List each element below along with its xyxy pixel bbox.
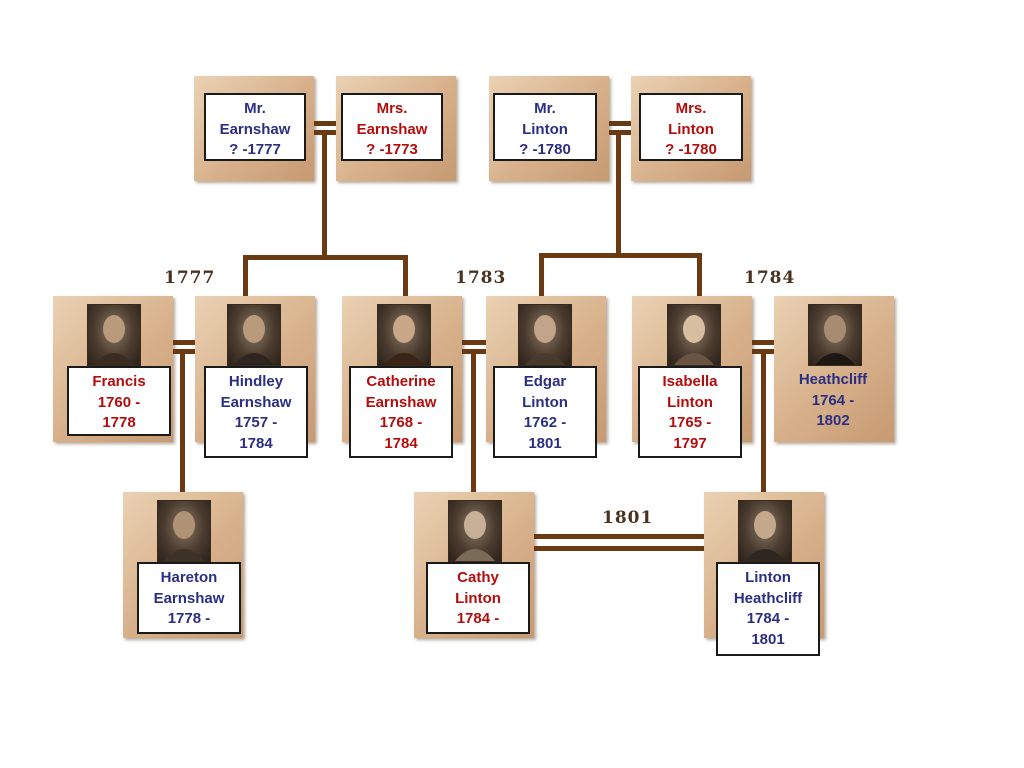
- person-card-heathcliff: Heathcliff 1764 - 1802: [774, 296, 894, 442]
- descent-line-earnshaw: [322, 130, 327, 257]
- name-label-hindley: Hindley Earnshaw 1757 - 1784: [204, 366, 308, 458]
- sibling-bar-linton: [539, 253, 702, 258]
- name-label-hareton: Hareton Earnshaw 1778 -: [137, 562, 241, 634]
- person-card-cathy: Cathy Linton 1784 -: [414, 492, 534, 638]
- descent-line-linton: [616, 130, 621, 255]
- marriage-year-catherine-edgar: 1783: [455, 268, 507, 288]
- portrait-hindley: [227, 304, 281, 366]
- descent-line-hareton: [180, 349, 185, 493]
- name-label-catherine: Catherine Earnshaw 1768 - 1784: [349, 366, 453, 458]
- person-silhouette-icon: [234, 315, 274, 365]
- sibling-bar-earnshaw: [243, 255, 408, 260]
- portrait-catherine: [377, 304, 431, 366]
- name-label-mrs-earnshaw: Mrs. Earnshaw ? -1773: [341, 93, 443, 161]
- name-label-heathcliff: Heathcliff 1764 - 1802: [798, 371, 868, 429]
- marriage-line-catherine-edgar: [462, 340, 486, 345]
- person-card-hindley: Hindley Earnshaw 1757 - 1784: [195, 296, 315, 458]
- person-card-edgar: Edgar Linton 1762 - 1801: [486, 296, 606, 458]
- marriage-line-isabella-heathcliff: [752, 340, 776, 345]
- person-card-mr-earnshaw: Mr. Earnshaw ? -1777: [194, 76, 314, 181]
- person-card-mrs-earnshaw: Mrs. Earnshaw ? -1773: [336, 76, 456, 181]
- person-card-linton-heathcliff: Linton Heathcliff 1784 - 1801: [704, 492, 824, 656]
- portrait-cathy: [448, 500, 502, 562]
- drop-edgar: [539, 253, 544, 297]
- person-card-mr-linton: Mr. Linton ? -1780: [489, 76, 609, 181]
- portrait-linton-heathcliff: [738, 500, 792, 562]
- drop-hindley: [243, 255, 248, 297]
- marriage-year-isabella-heathcliff: 1784: [744, 268, 796, 288]
- name-label-mr-linton: Mr. Linton ? -1780: [493, 93, 597, 161]
- name-label-edgar: Edgar Linton 1762 - 1801: [493, 366, 597, 458]
- name-label-mrs-linton: Mrs. Linton ? -1780: [639, 93, 743, 161]
- drop-catherine: [403, 255, 408, 297]
- marriage-year-francis-hindley: 1777: [164, 268, 216, 288]
- portrait-edgar: [518, 304, 572, 366]
- name-label-mr-earnshaw: Mr. Earnshaw ? -1777: [204, 93, 306, 161]
- person-silhouette-icon: [384, 315, 424, 365]
- descent-line-linton-heathcliff: [761, 349, 766, 493]
- person-silhouette-icon: [164, 511, 204, 561]
- person-card-francis: Francis 1760 - 1778: [53, 296, 173, 442]
- name-label-linton-heathcliff: Linton Heathcliff 1784 - 1801: [716, 562, 820, 656]
- portrait-isabella: [667, 304, 721, 366]
- descent-line-cathy: [471, 349, 476, 493]
- portrait-francis: [87, 304, 141, 366]
- marriage-line-earnshaw-parents: [314, 121, 336, 126]
- person-card-catherine: Catherine Earnshaw 1768 - 1784: [342, 296, 462, 458]
- name-label-cathy: Cathy Linton 1784 -: [426, 562, 530, 634]
- person-card-mrs-linton: Mrs. Linton ? -1780: [631, 76, 751, 181]
- person-silhouette-icon: [525, 315, 565, 365]
- marriage-line-francis-hindley: [172, 340, 196, 345]
- marriage-line-cathy-linton: [533, 534, 705, 539]
- person-card-isabella: Isabella Linton 1765 - 1797: [632, 296, 752, 458]
- person-silhouette-icon: [815, 315, 855, 365]
- person-card-hareton: Hareton Earnshaw 1778 -: [123, 492, 243, 638]
- portrait-hareton: [157, 500, 211, 562]
- person-silhouette-icon: [94, 315, 134, 365]
- name-label-isabella: Isabella Linton 1765 - 1797: [638, 366, 742, 458]
- marriage-line-linton-parents: [608, 121, 632, 126]
- name-label-francis: Francis 1760 - 1778: [67, 366, 171, 436]
- drop-isabella: [697, 253, 702, 297]
- marriage-line-cathy-linton-2: [533, 546, 705, 551]
- person-silhouette-icon: [674, 315, 714, 365]
- marriage-year-cathy-linton: 1801: [602, 508, 654, 528]
- person-silhouette-icon: [455, 511, 495, 561]
- portrait-heathcliff: [808, 304, 862, 366]
- person-silhouette-icon: [745, 511, 785, 561]
